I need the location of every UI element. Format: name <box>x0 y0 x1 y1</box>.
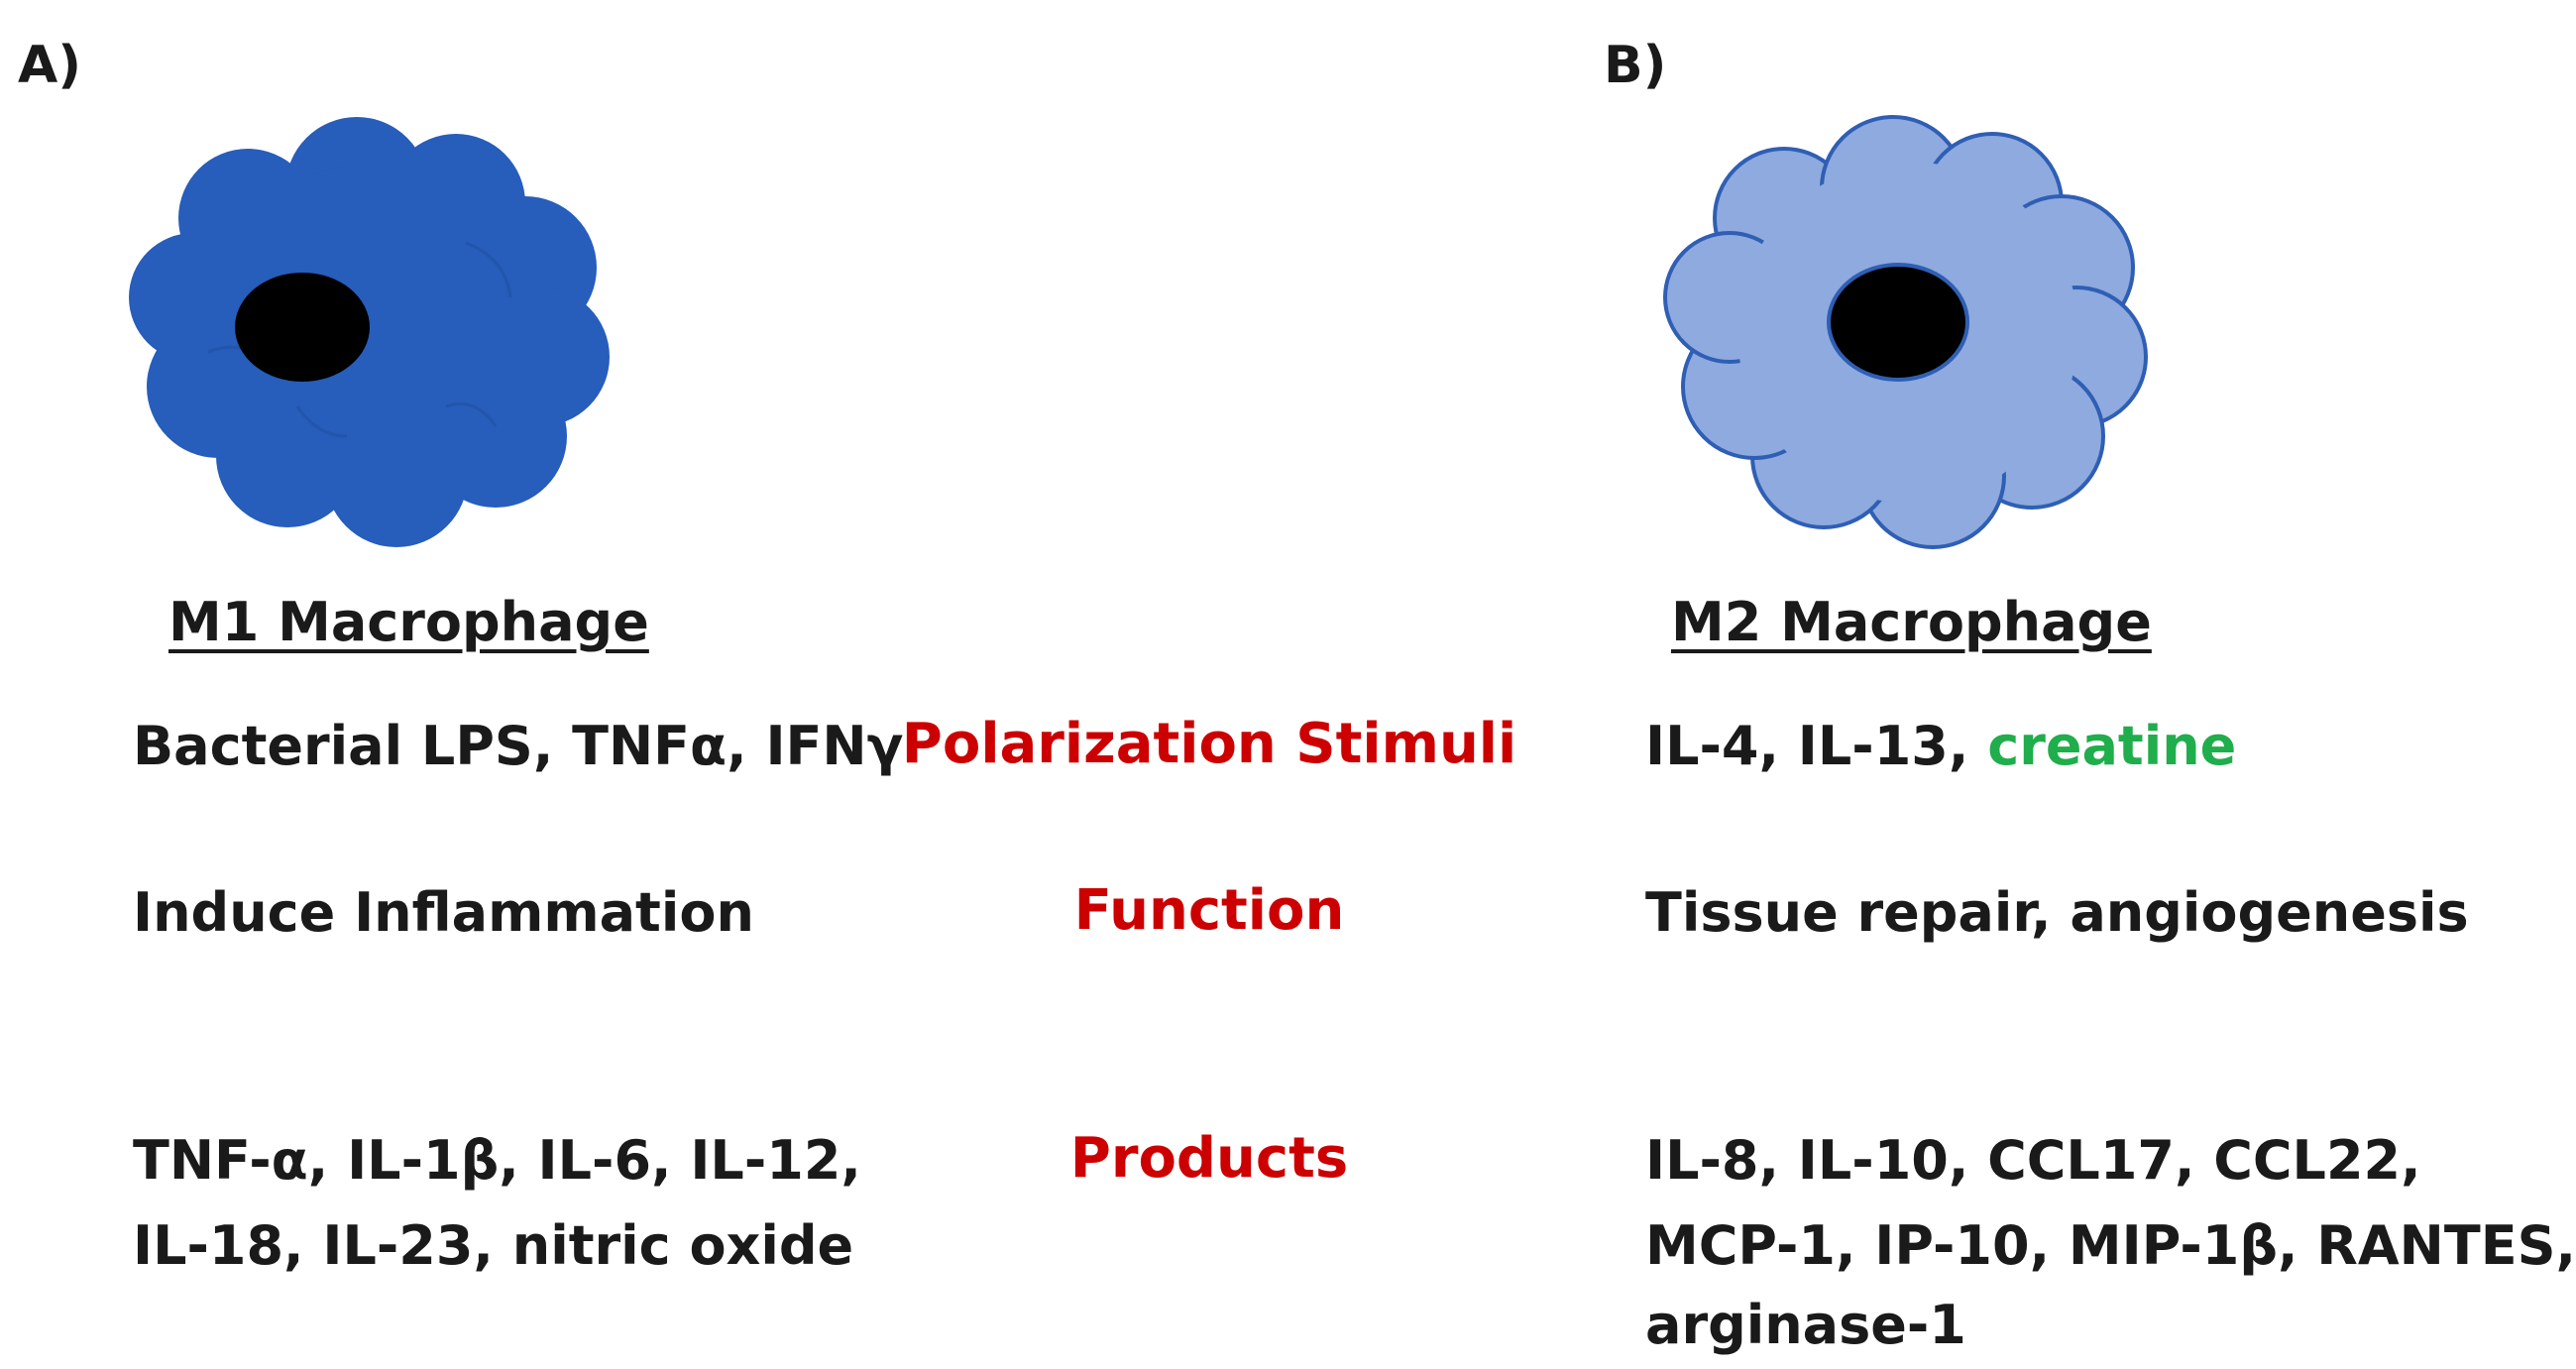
m1-function: Induce Inflammation <box>133 881 754 944</box>
m2-products-line-3: arginase-1 <box>1645 1294 1966 1356</box>
m2-macrophage-cell-icon <box>1663 115 2148 549</box>
m1-nucleus-icon <box>235 273 370 382</box>
panel-b-label: B) <box>1604 36 1667 95</box>
m2-function: Tissue repair, angiogenesis <box>1645 881 2469 944</box>
panel-a-label: A) <box>18 36 82 95</box>
m1-products-line-1: TNF-α, IL-1β, IL-6, IL-12, <box>133 1129 861 1192</box>
category-polarization-stimuli: Polarization Stimuli <box>901 712 1517 776</box>
m2-stimuli-text: IL-4, IL-13, <box>1645 715 1988 777</box>
m1-title: M1 Macrophage <box>168 591 649 653</box>
m1-stimuli: Bacterial LPS, TNFα, IFNγ <box>133 715 904 777</box>
m2-stimuli-highlight: creatine <box>1987 715 2237 777</box>
category-function: Function <box>1073 878 1345 943</box>
m2-products-line-1: IL-8, IL-10, CCL17, CCL22, <box>1645 1129 2421 1192</box>
m1-products-line-2: IL-18, IL-23, nitric oxide <box>133 1214 854 1277</box>
m2-title: M2 Macrophage <box>1671 591 2152 653</box>
category-products: Products <box>1069 1126 1349 1191</box>
m1-macrophage-cell-icon <box>129 117 610 547</box>
m2-products-line-2: MCP-1, IP-10, MIP-1β, RANTES, <box>1645 1214 2576 1277</box>
m2-nucleus-icon <box>1827 263 1969 382</box>
m2-stimuli: IL-4, IL-13, creatine <box>1645 704 2236 789</box>
